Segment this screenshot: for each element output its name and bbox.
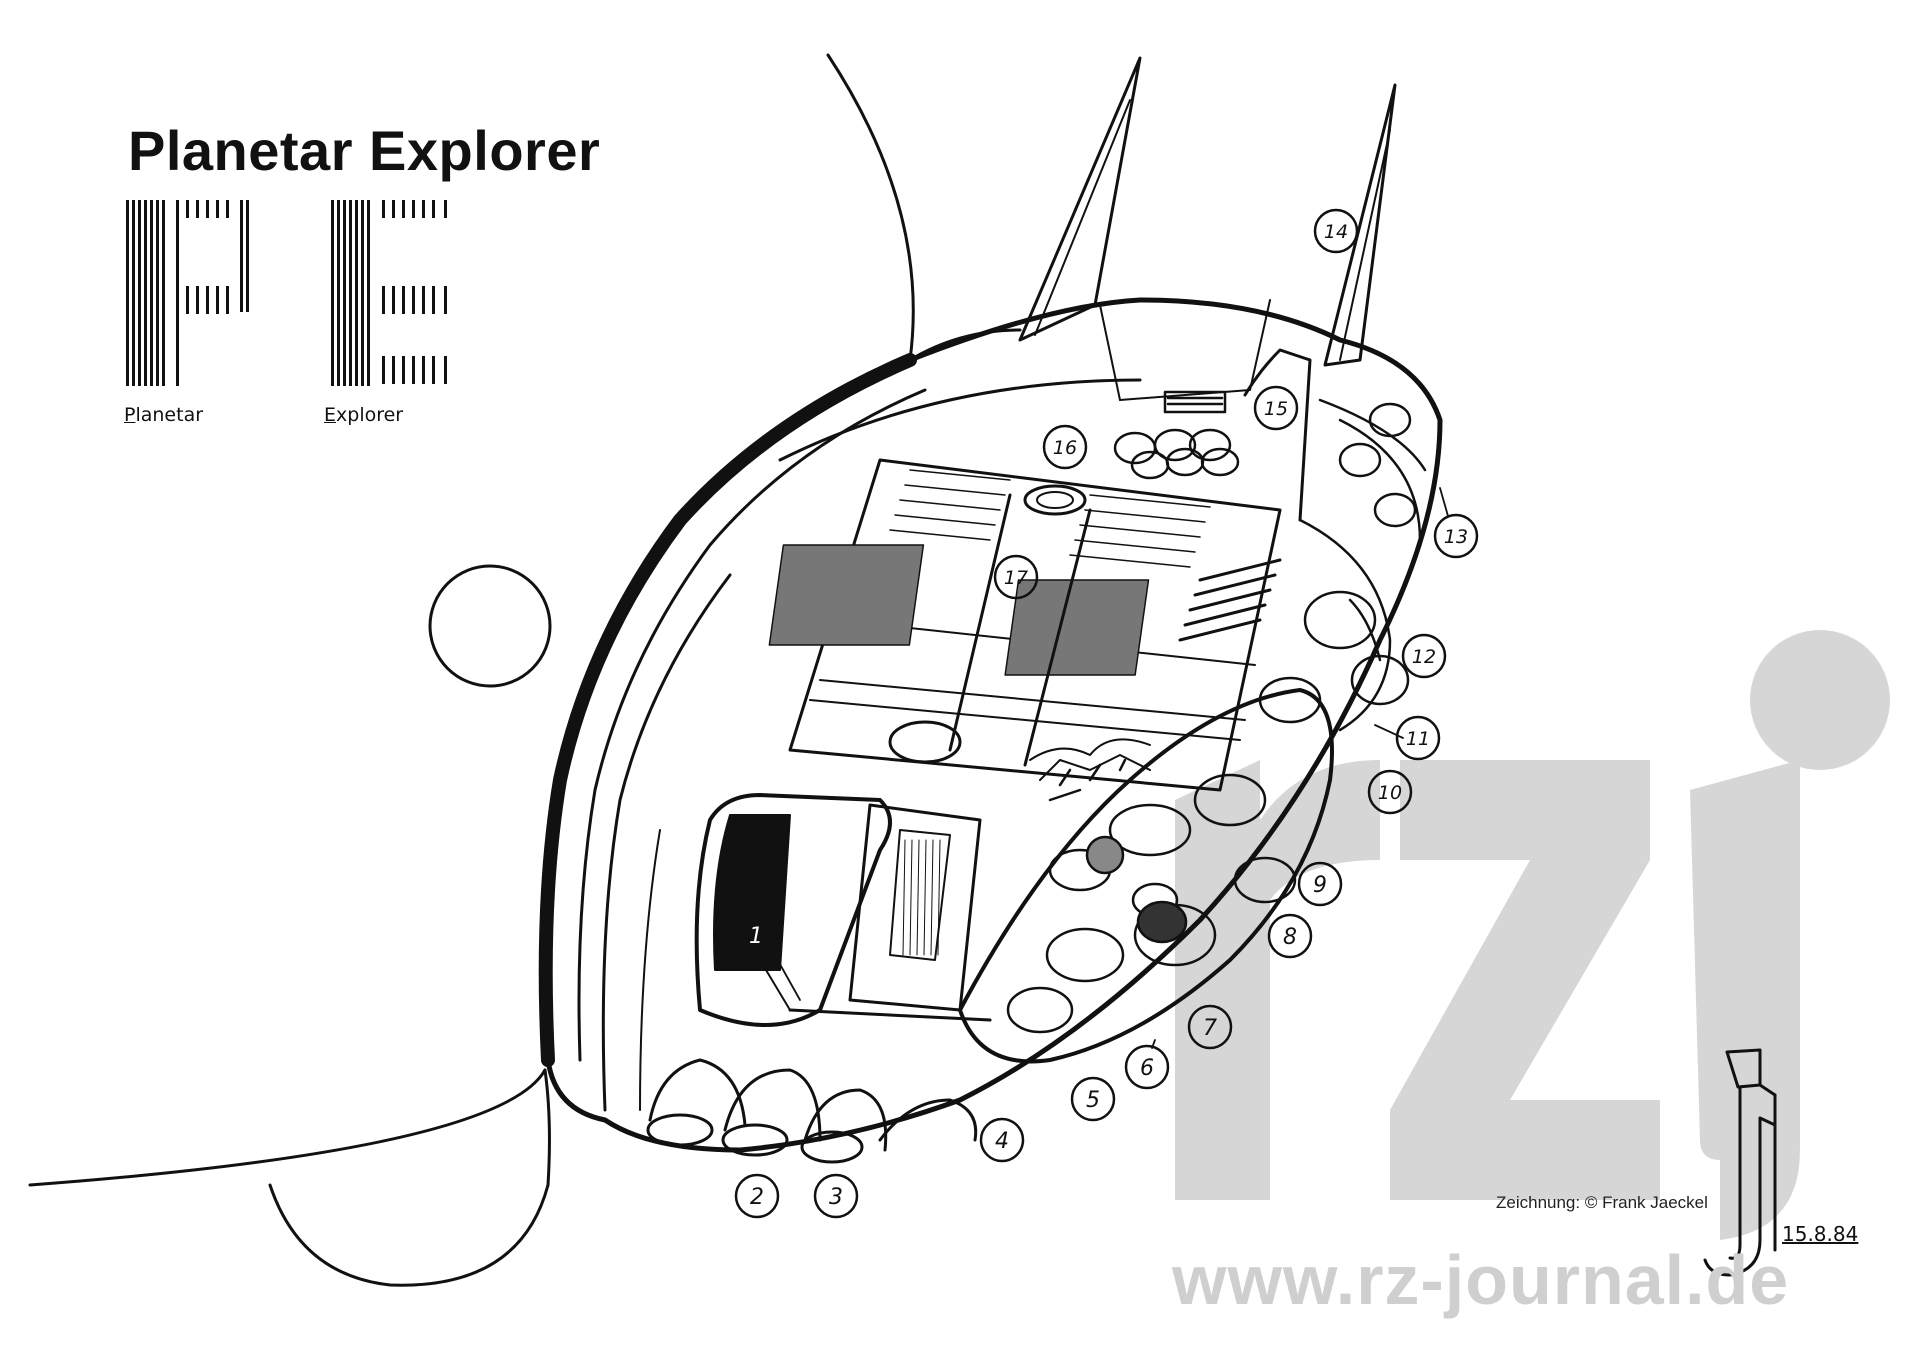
callout-marker-16 <box>1042 424 1088 470</box>
callout-8: 8 <box>1283 925 1297 950</box>
callout-12: 12 <box>1412 646 1436 668</box>
rear-rings <box>1258 398 1427 732</box>
engine-bay <box>958 688 1334 1064</box>
callout-marker-10 <box>1367 769 1413 815</box>
cockpit-detail <box>902 839 941 956</box>
callout-11: 11 <box>1406 728 1430 750</box>
callout-3: 3 <box>829 1185 843 1210</box>
callout-marker-15 <box>1253 385 1299 431</box>
callout-15: 15 <box>1264 398 1288 420</box>
engine-components <box>1006 758 1297 1034</box>
page-title: Planetar Explorer <box>128 119 601 182</box>
watermark-url: www.rz-journal.de <box>1172 1241 1790 1319</box>
callout-marker-7 <box>1187 1004 1233 1050</box>
moon-lower-arc <box>268 1183 550 1287</box>
cockpit-window <box>694 793 892 1027</box>
callout-7: 7 <box>1203 1016 1217 1041</box>
callout-marker-8 <box>1267 913 1313 959</box>
tail-fin-right <box>1323 83 1397 367</box>
planet-arc-lower <box>28 1068 547 1187</box>
callout-marker-12 <box>1401 633 1447 679</box>
callout-marker-9 <box>1297 861 1343 907</box>
callout-marker-1 <box>732 911 780 959</box>
callout-marker-5 <box>1070 1076 1116 1122</box>
thruster-pods <box>646 1058 978 1164</box>
callout-marker-6 <box>1124 1044 1170 1090</box>
callout-4: 4 <box>995 1129 1009 1154</box>
signature-date: 15.8.84 <box>1782 1222 1859 1246</box>
callout-16: 16 <box>1053 437 1077 459</box>
pe-barcode-logo <box>126 200 447 386</box>
callout-circles <box>732 208 1479 1219</box>
callout-marker-13 <box>1433 513 1479 559</box>
signature-fj <box>1703 1048 1777 1277</box>
callout-9: 9 <box>1313 873 1327 898</box>
vent-grille-right <box>1004 494 1211 676</box>
callout-marker-2 <box>734 1173 780 1219</box>
sensor-pods <box>1113 390 1240 480</box>
callout-1: 1 <box>749 924 763 949</box>
callout-marker-3 <box>813 1173 859 1219</box>
callout-13: 13 <box>1444 526 1468 548</box>
drawing-credit: Zeichnung: © Frank Jaeckel <box>1496 1193 1708 1212</box>
tail-fin-left <box>1018 56 1142 342</box>
callout-14: 14 <box>1324 221 1348 243</box>
callout-marker-4 <box>979 1117 1025 1163</box>
callout-10: 10 <box>1378 782 1402 804</box>
rear-vents <box>1178 558 1282 642</box>
callout-marker-11 <box>1395 715 1441 761</box>
logo-label-planetar: Planetar <box>124 404 204 426</box>
callout-marker-14 <box>1313 208 1359 254</box>
callout-6: 6 <box>1140 1056 1154 1081</box>
callout-marker-17 <box>993 554 1039 600</box>
moon-small <box>428 564 552 688</box>
callout-17: 17 <box>1004 567 1028 589</box>
logo-label-explorer: Explorer <box>324 404 404 426</box>
planet-arc-large <box>826 53 915 362</box>
vent-grille-left <box>768 469 1011 646</box>
callout-2: 2 <box>750 1185 764 1210</box>
callout-5: 5 <box>1086 1088 1100 1113</box>
